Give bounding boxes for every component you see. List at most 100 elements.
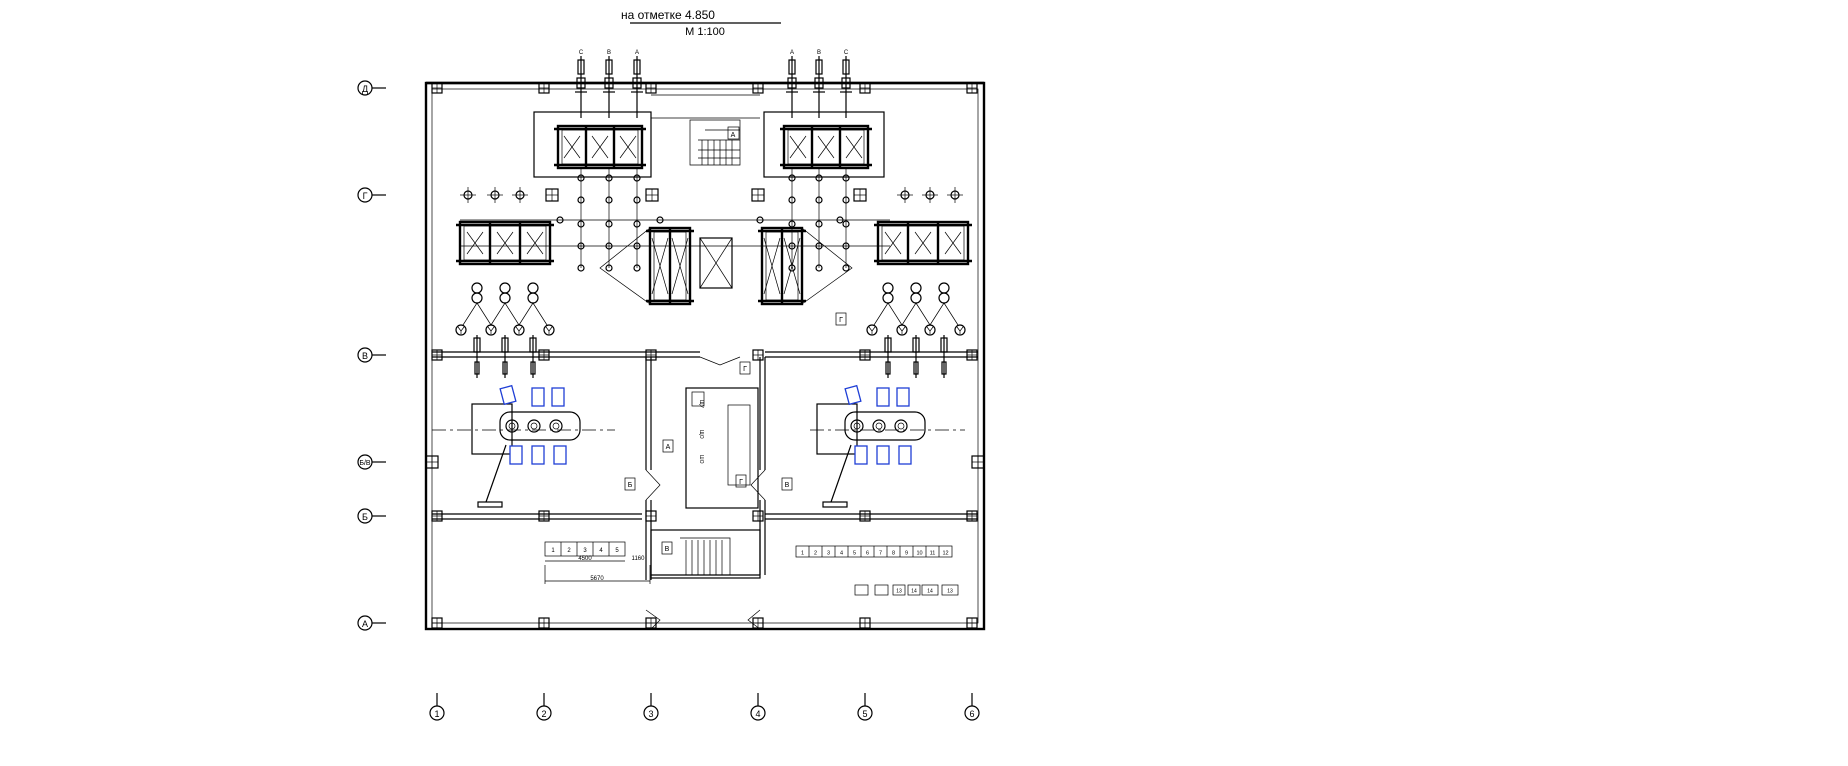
svg-text:ШО: ШО [698,455,704,464]
svg-text:6: 6 [969,709,974,719]
svg-text:Д: Д [362,84,368,94]
connection-node [605,220,613,228]
right-table-cell: 11 [930,551,936,557]
drawing-title: на отметке 4.850 [621,8,715,22]
svg-text:B: B [607,50,611,56]
connection-node [577,264,585,272]
row-axis-v: В [357,347,386,363]
right-table-cell: 4 [840,551,843,557]
connection-node [656,216,664,224]
switchgear-top-right [780,124,872,170]
svg-text:Г: Г [839,317,843,324]
svg-text:1: 1 [434,709,439,719]
right-table-cell: 7 [879,551,882,557]
svg-text:A: A [790,50,794,56]
connection-node [577,174,585,182]
right-table-cell: 9 [905,551,908,557]
tag-control-a: А [662,439,674,453]
connection-node [756,216,764,224]
col-axis-2: 2 [536,693,552,721]
tag-stair-bottom: В [661,541,673,555]
left-table-cell: 1 [551,548,555,554]
bus-connection [599,227,853,305]
left-table-cell: 4 [599,548,603,554]
outgoing-bushing [840,56,852,118]
outgoing-bushing [786,56,798,118]
blue-equipment-left [471,384,581,508]
col-axis-5: 5 [857,693,873,721]
right-table-cell: 1 [801,551,804,557]
blue-cabinet [509,445,523,465]
insulator-symbol [512,187,528,203]
right-table-cell: 3 [827,551,830,557]
blue-cabinet [876,445,890,465]
svg-text:B: B [817,50,821,56]
left-table-cell: 5 [615,548,619,554]
blue-cabinet [854,445,868,465]
dimension-5670: 5670 [590,576,604,582]
row-axis-d: Д [357,80,386,96]
connection-node [633,264,641,272]
phase-labels-left: C B A [579,50,639,56]
connection-node [815,220,823,228]
connection-node [788,174,796,182]
svg-text:C: C [579,50,584,56]
stair-bottom [680,537,731,576]
connection-node [577,220,585,228]
svg-text:5: 5 [862,709,867,719]
connection-node [836,216,844,224]
blue-equipment-right [816,384,926,508]
column-axis-labels: 1 2 3 4 5 6 [429,693,980,721]
svg-text:В: В [785,482,790,489]
right-table-cell-box [874,584,889,596]
outgoing-bushing [813,56,825,118]
col-axis-4: 4 [750,693,766,721]
connection-node [842,196,850,204]
dimension-1160: 1160 [632,556,646,562]
reactor-center-right [758,226,806,306]
switchgear-top-left [554,124,646,170]
blue-cabinet [896,387,910,407]
col-axis-3: 3 [643,693,659,721]
connection-node [633,174,641,182]
row-axis-a: А [357,615,386,631]
center-switch [699,237,733,289]
svg-text:А: А [731,132,736,139]
right-table-cell-box [941,584,959,596]
connection-node [788,196,796,204]
interior-walls [432,94,978,630]
phase-labels-right: A B C [790,50,849,56]
svg-text:C: C [844,50,849,56]
svg-text:Г: Г [743,366,747,373]
right-table-cell: 14 [927,589,933,595]
svg-text:ЩУ: ЩУ [698,400,704,409]
svg-text:А: А [362,619,368,629]
svg-text:Г: Г [739,479,743,486]
blue-cabinet [551,387,565,407]
connection-node [605,196,613,204]
right-table-cell-box [907,584,921,596]
dimension-4500: 4500 [578,556,592,562]
right-table-cell-box [892,584,906,596]
col-axis-1: 1 [429,693,445,721]
svg-text:3: 3 [648,709,653,719]
connection-node [842,220,850,228]
transformer-fanout-left [455,282,555,378]
insulator-symbol [487,187,503,203]
insulator-symbol [922,187,938,203]
right-table-cell: 14 [911,589,917,595]
connection-node [605,264,613,272]
insulator-symbol [947,187,963,203]
blue-cabinet [499,384,517,406]
connection-node [605,174,613,182]
row-axis-b: Б [357,508,386,524]
svg-text:Г: Г [363,191,368,201]
left-table-cell: 2 [567,548,571,554]
tag-control-g: Г [735,474,747,488]
svg-text:ЩО: ЩО [698,430,704,439]
right-table-cell: 13 [947,589,953,595]
outgoing-bushing [631,56,643,118]
svg-text:В: В [665,546,670,553]
